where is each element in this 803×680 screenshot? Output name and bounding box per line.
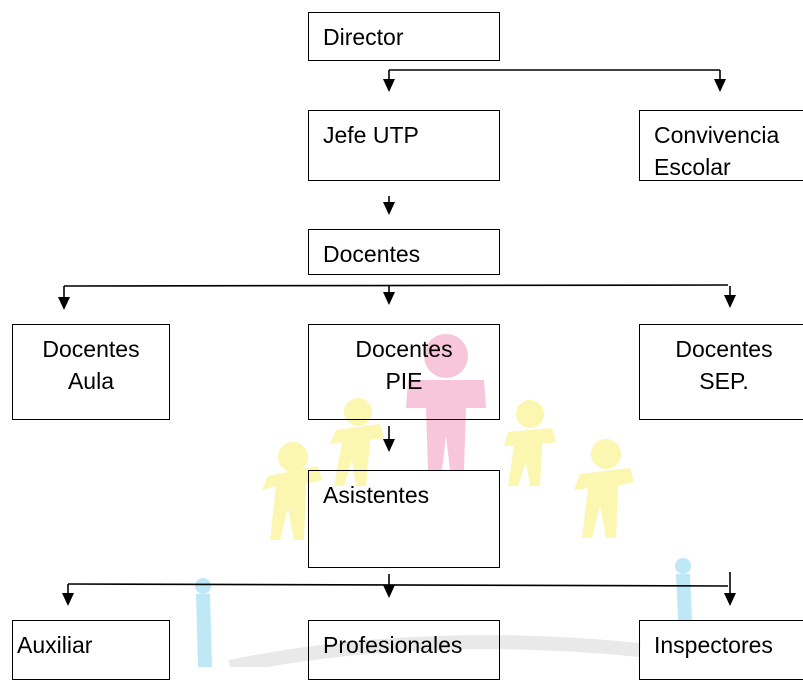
arrow-to-convivencia-head [714, 79, 726, 92]
node-docentes-pie-line-2: PIE [385, 368, 423, 394]
watermark-swoosh [228, 635, 641, 667]
node-docentes-pie: Docentes PIE [308, 324, 500, 420]
arrow-to-jefe-utp-head [383, 79, 395, 92]
node-auxiliar: Auxiliar [12, 620, 170, 680]
watermark-figure-pink [406, 334, 486, 470]
node-auxiliar-label: Auxiliar [17, 632, 93, 658]
node-convivencia-escolar: Convivencia Escolar [639, 110, 803, 181]
arrow-to-docentes-aula-head [58, 297, 70, 310]
node-convivencia-line-2: Escolar [654, 154, 731, 180]
watermark-figure-yellow-right [504, 400, 634, 538]
node-docentes-label: Docentes [323, 241, 421, 267]
node-docentes-sep-line-1: Docentes [675, 336, 773, 362]
node-convivencia-line-1: Convivencia [654, 122, 780, 148]
node-docentes-pie-line-1: Docentes [355, 336, 453, 362]
node-docentes-aula: Docentes Aula [12, 324, 170, 420]
node-jefe-utp-label: Jefe UTP [323, 122, 419, 148]
node-docentes-aula-line-1: Docentes [42, 336, 140, 362]
node-jefe-utp: Jefe UTP [308, 110, 500, 181]
node-asistentes: Asistentes [308, 470, 500, 568]
arrow-to-docentes-pie-head [383, 292, 395, 305]
arrow-to-asistentes-head [383, 439, 395, 452]
arrow-to-inspectores-head [724, 593, 736, 606]
arrow-to-profesionales-head [383, 585, 395, 598]
node-profesionales-label: Profesionales [323, 632, 463, 658]
arrow-to-auxiliar-head [62, 593, 74, 606]
bar-docentes-split [63, 284, 729, 287]
connectors [63, 69, 731, 595]
node-docentes: Docentes [308, 229, 500, 275]
node-docentes-sep-line-2: SEP. [699, 368, 749, 394]
node-director: Director [308, 12, 500, 61]
node-docentes-aula-line-2: Aula [67, 368, 115, 394]
node-profesionales: Profesionales [308, 620, 500, 680]
arrowheads [58, 79, 736, 606]
node-director-label: Director [323, 24, 404, 50]
node-inspectores-label: Inspectores [654, 632, 773, 658]
bar-asistentes-split [67, 583, 729, 587]
arrow-to-docentes-sep-head [724, 295, 736, 308]
node-docentes-sep: Docentes SEP. [639, 324, 803, 420]
node-inspectores: Inspectores [639, 620, 803, 680]
node-asistentes-label: Asistentes [323, 482, 430, 508]
arrow-to-docentes-head [383, 202, 395, 215]
